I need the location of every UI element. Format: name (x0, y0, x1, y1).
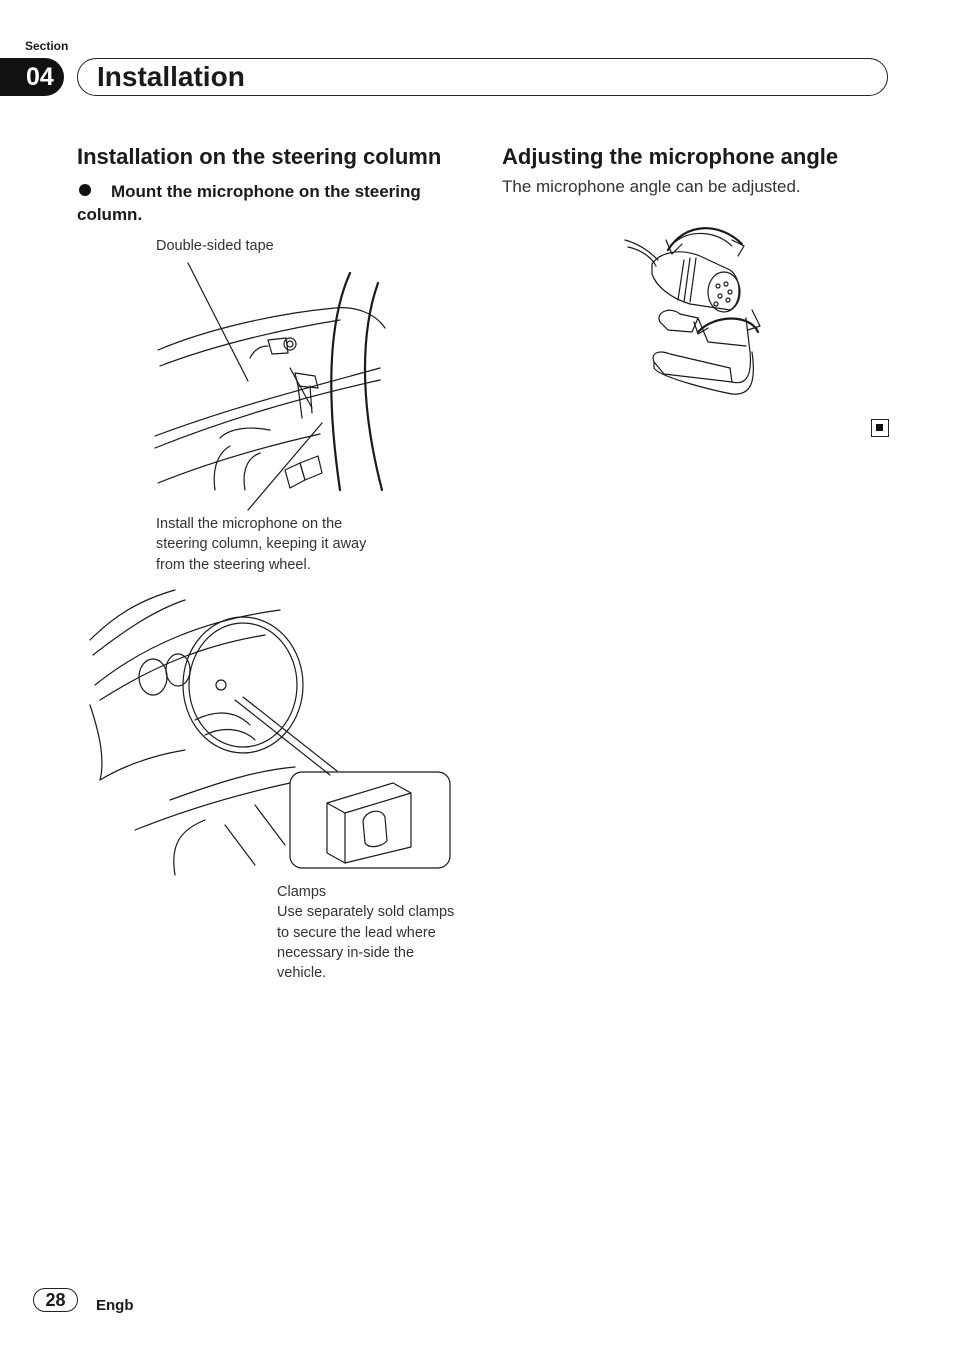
mount-instruction: Mount the microphone on the steering col… (77, 180, 467, 226)
section-label: Section (25, 39, 69, 53)
car-interior-illustration (89, 589, 451, 876)
clamps-title: Clamps (277, 884, 327, 900)
section-number-badge: 04 (0, 58, 64, 96)
clamps-body: Use separately sold clamps to secure the… (277, 904, 455, 982)
microphone-angle-illustration (624, 227, 761, 395)
page-title: Installation (97, 61, 245, 92)
bullet-icon (79, 184, 91, 196)
install-caption: Install the microphone on the steering c… (156, 516, 367, 573)
double-sided-tape-caption: Double-sided tape (156, 238, 274, 254)
steering-column-heading: Installation on the steering column (77, 144, 442, 169)
page-number: 28 (33, 1288, 78, 1312)
language-code: Engb (96, 1297, 134, 1314)
steering-column-illustration (154, 262, 386, 511)
clamps-caption: Clamps Use separately sold clamps to sec… (277, 882, 457, 983)
microphone-angle-heading: Adjusting the microphone angle (502, 144, 839, 169)
mount-instruction-text: Mount the microphone on the steering col… (77, 182, 421, 224)
title-frame (77, 58, 888, 96)
section-end-icon (871, 419, 889, 437)
microphone-angle-text: The microphone angle can be adjusted. (502, 177, 801, 196)
